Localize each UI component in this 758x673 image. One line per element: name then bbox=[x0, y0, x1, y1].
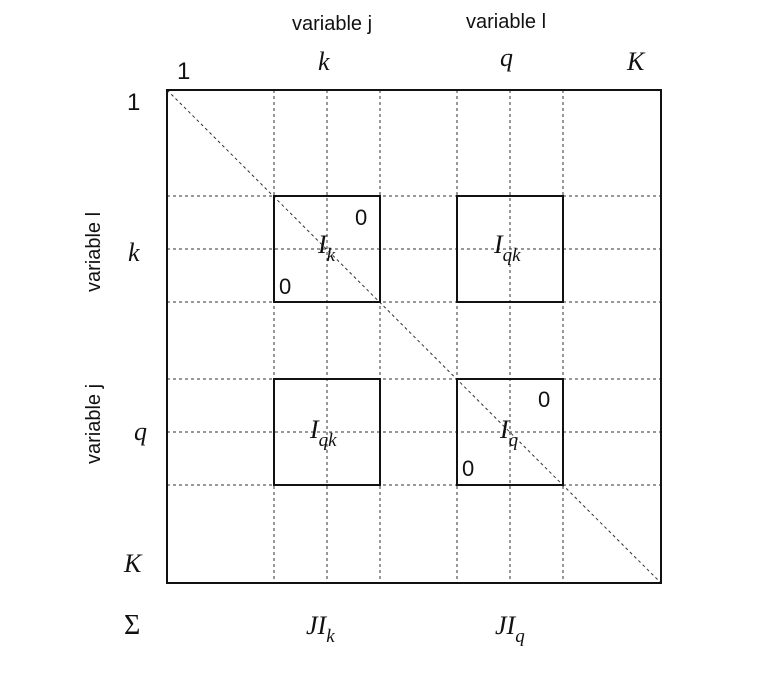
block-iq-zero-top: 0 bbox=[538, 387, 550, 412]
block-ik-zero-top: 0 bbox=[355, 205, 367, 230]
matrix-frame bbox=[166, 89, 662, 584]
block-iqk-top-label: Iqk bbox=[493, 230, 521, 266]
left-label-k: k bbox=[128, 238, 140, 267]
top-label-k: k bbox=[318, 47, 330, 76]
block-ik-zero-bottom: 0 bbox=[279, 274, 291, 299]
block-ik bbox=[273, 195, 381, 303]
top-label-q: q bbox=[500, 43, 513, 72]
left-label-q: q bbox=[134, 417, 147, 446]
block-iqk-bottom-label: Iqk bbox=[309, 415, 337, 451]
grid-lines bbox=[166, 89, 662, 584]
block-ik-label: Ik bbox=[317, 230, 336, 266]
bottom-jik: JIk bbox=[306, 611, 335, 647]
left-label-K: K bbox=[123, 549, 143, 578]
bottom-jiq: JIq bbox=[495, 611, 525, 647]
block-iq-zero-bottom: 0 bbox=[462, 456, 474, 481]
block-iqk-top bbox=[456, 195, 564, 303]
bottom-sigma: Σ bbox=[124, 610, 140, 641]
left-label-1: 1 bbox=[127, 89, 140, 116]
top-label-1: 1 bbox=[177, 58, 190, 85]
left-header-variable-j: variable j bbox=[83, 384, 105, 464]
left-header-variable-l: variable l bbox=[83, 212, 105, 292]
diagonal-line bbox=[166, 89, 662, 584]
top-header-variable-l: variable l bbox=[466, 11, 546, 33]
top-header-variable-j: variable j bbox=[292, 13, 372, 35]
block-iq bbox=[456, 378, 564, 486]
block-iq-label: Iq bbox=[499, 415, 519, 451]
block-iqk-bottom bbox=[273, 378, 381, 486]
top-label-K: K bbox=[626, 47, 646, 76]
